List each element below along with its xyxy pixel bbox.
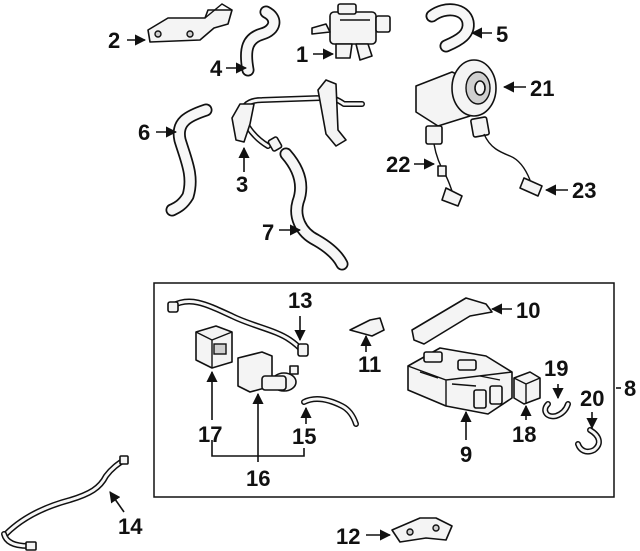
callout-14: 14: [118, 514, 143, 539]
part-17-block: [195, 325, 233, 369]
part-20-hose: [575, 427, 602, 455]
part-22-sensor: [425, 125, 463, 207]
callout-12: 12: [336, 524, 360, 549]
part-9-canister: [407, 347, 513, 415]
callout-18: 18: [512, 422, 536, 447]
callout-13: 13: [288, 288, 312, 313]
callout-9: 9: [460, 442, 472, 467]
callout-21: 21: [530, 76, 554, 101]
callout-8: 8: [624, 376, 636, 401]
callout-17: 17: [198, 422, 222, 447]
arrow-14: [109, 491, 125, 513]
callout-22: 22: [386, 152, 410, 177]
callout-20: 20: [580, 386, 604, 411]
callout-11: 11: [358, 352, 381, 377]
part-13-tube: [167, 298, 309, 357]
part-23-sensor: [470, 116, 543, 197]
callout-15: 15: [292, 424, 316, 449]
part-5-hose: [425, 3, 475, 53]
part-10-bracket: [411, 297, 493, 345]
part-15-hose: [301, 396, 359, 427]
callout-16: 16: [246, 466, 270, 491]
part-16-valve: [237, 351, 299, 393]
part-2-bracket: [147, 3, 233, 43]
part-12-bracket: [391, 517, 453, 543]
callout-6: 6: [138, 120, 150, 145]
callout-23: 23: [572, 178, 596, 203]
callout-2: 2: [108, 28, 120, 53]
callout-3: 3: [236, 172, 248, 197]
callout-7: 7: [262, 220, 274, 245]
part-11-clip: [349, 317, 385, 337]
part-6-hose: [165, 103, 213, 217]
callout-1: 1: [296, 42, 308, 67]
callout-5: 5: [496, 22, 508, 47]
part-3-tube-assembly: [231, 79, 365, 152]
part-18-valve: [513, 371, 541, 405]
callout-4: 4: [210, 56, 223, 81]
part-7-hose: [279, 147, 349, 271]
part-19-hose: [542, 401, 571, 420]
part-21-filter: [415, 59, 497, 127]
part-1-purge-valve: [311, 3, 391, 61]
part-14-line: [1, 455, 129, 551]
bracket-16: [211, 440, 305, 457]
callout-19: 19: [544, 356, 568, 381]
callout-10: 10: [516, 298, 540, 323]
canister-group-frame: [153, 282, 615, 498]
part-4-hose: [240, 5, 281, 77]
